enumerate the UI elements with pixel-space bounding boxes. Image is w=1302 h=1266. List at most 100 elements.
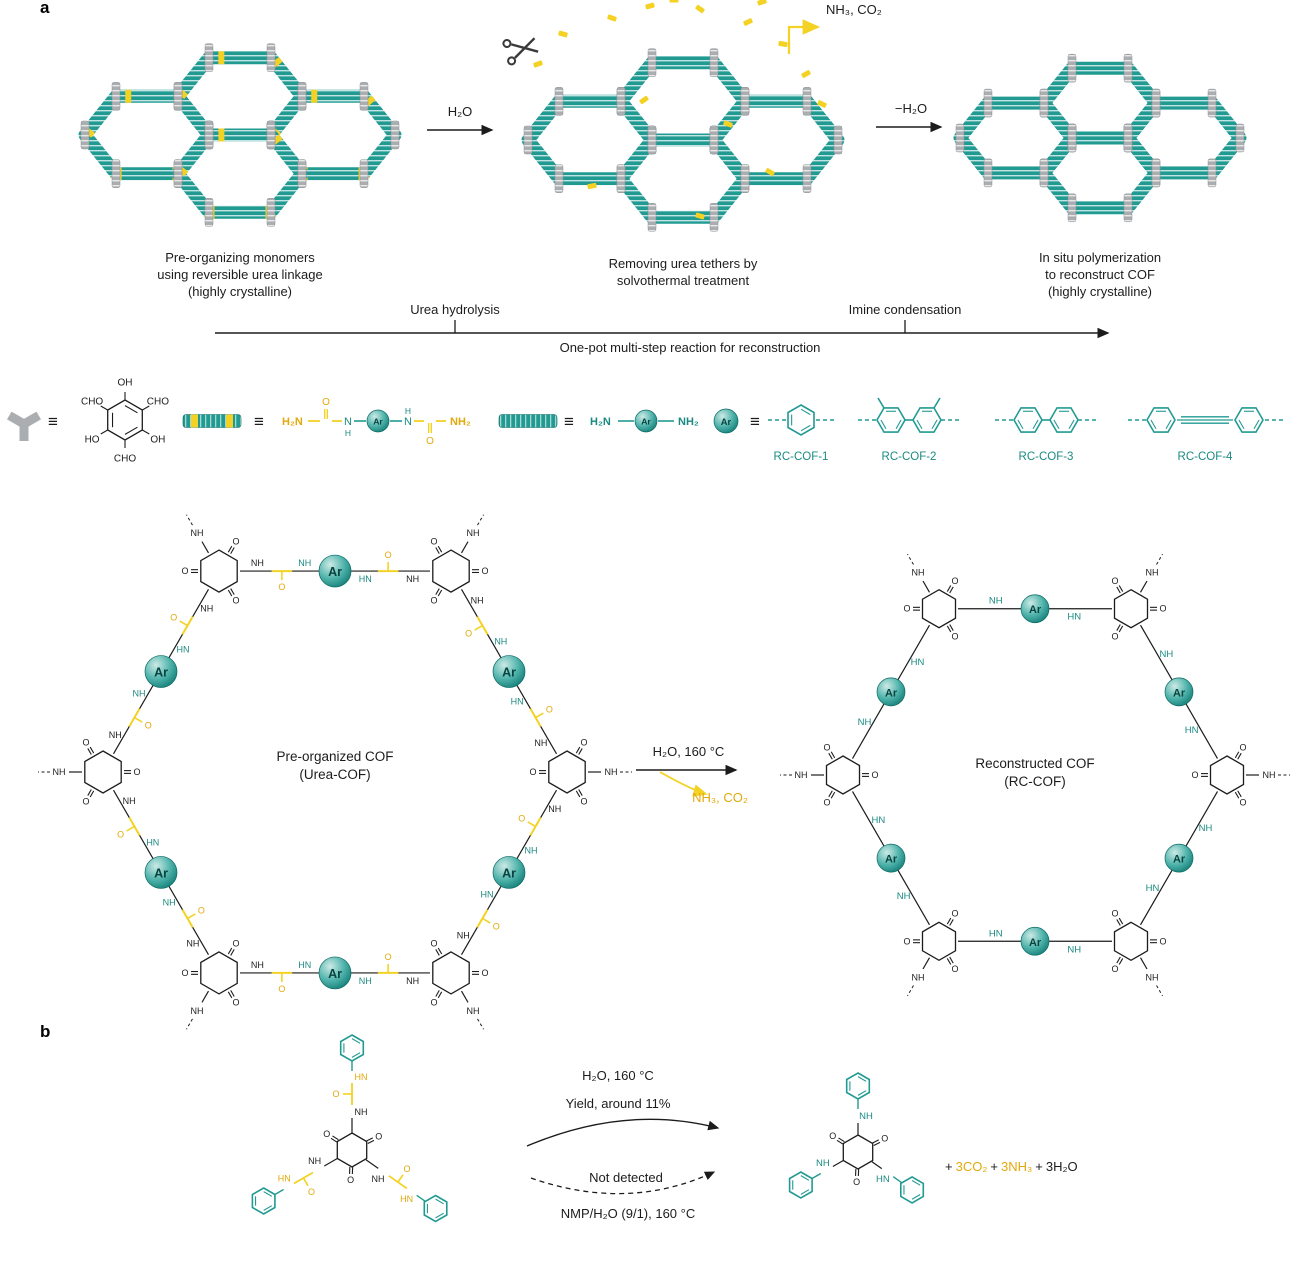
svg-text:HN: HN (876, 1174, 890, 1185)
svg-text:O: O (347, 1175, 354, 1185)
caption-insitu: In situ polymerization to reconstruct CO… (1038, 250, 1162, 299)
svg-text:O: O (430, 537, 437, 547)
svg-text:O: O (278, 582, 285, 592)
svg-text:O: O (1159, 936, 1166, 946)
svg-text:O: O (426, 436, 434, 447)
svg-text:O: O (232, 938, 239, 948)
svg-text:H₂N: H₂N (282, 416, 303, 428)
svg-text:NH: NH (494, 636, 507, 646)
svg-text:NH: NH (251, 558, 264, 568)
b-solid-arrow-conditions: H₂O, 160 °C (582, 1068, 654, 1083)
svg-text:HN: HN (1067, 612, 1081, 623)
svg-text:O: O (1111, 631, 1118, 641)
legend-urea-linker-bar (182, 414, 242, 428)
model-reaction-arrows (526, 1118, 720, 1195)
svg-text:O: O (1239, 798, 1246, 808)
step-imine-condensation: Imine condensation (848, 302, 962, 317)
svg-text:NH: NH (534, 738, 547, 748)
svg-text:O: O (323, 1129, 330, 1139)
svg-text:HO: HO (85, 435, 100, 446)
svg-text:NH: NH (200, 603, 213, 613)
macro-arrow-top-label: H₂O, 160 °C (652, 744, 725, 759)
svg-text:HN: HN (146, 837, 159, 847)
svg-text:O: O (1191, 770, 1198, 780)
svg-text:HN: HN (298, 960, 311, 970)
svg-text:O: O (529, 767, 536, 777)
ar-sphere: Ar (1164, 843, 1194, 873)
svg-text:O: O (232, 537, 239, 547)
svg-text:NH: NH (191, 528, 204, 538)
svg-text:NH: NH (467, 1006, 480, 1016)
ar-sphere: Ar (876, 677, 906, 707)
svg-text:Ar: Ar (1029, 604, 1042, 616)
gas-label: NH₃, CO₂ (826, 2, 882, 17)
svg-text:O: O (145, 721, 152, 731)
svg-text:NH: NH (132, 689, 145, 699)
svg-text:NH: NH (912, 567, 925, 577)
svg-text:Ar: Ar (1173, 854, 1186, 866)
svg-text:Ar: Ar (502, 867, 516, 881)
svg-text:NH: NH (1067, 944, 1081, 955)
svg-text:O: O (375, 1131, 382, 1141)
svg-text:HN: HN (400, 1194, 413, 1204)
svg-text:O: O (481, 566, 488, 576)
svg-text:NH: NH (525, 845, 538, 855)
svg-text:O: O (1111, 576, 1118, 586)
svg-text:O: O (232, 997, 239, 1007)
svg-text:NH: NH (123, 796, 136, 806)
svg-text:Ar: Ar (721, 417, 732, 427)
svg-text:N: N (404, 416, 412, 428)
svg-text:H: H (345, 428, 351, 438)
ar-sphere: Ar (492, 655, 526, 688)
svg-text:O: O (232, 596, 239, 606)
svg-text:Ar: Ar (328, 967, 342, 981)
term-nh3: 3NH₃ (1000, 1158, 1033, 1174)
svg-text:O: O (385, 550, 392, 560)
svg-text:O: O (903, 936, 910, 946)
svg-text:NH: NH (471, 595, 484, 605)
svg-text:O: O (181, 968, 188, 978)
caption-removing: Removing urea tethers by solvothermal tr… (608, 256, 758, 288)
svg-text:O: O (1111, 964, 1118, 974)
svg-text:NH: NH (1199, 823, 1213, 834)
svg-text:NH: NH (355, 1107, 368, 1117)
svg-text:HN: HN (480, 890, 493, 900)
honeycomb-preorganized (78, 43, 402, 227)
svg-text:O: O (133, 767, 140, 777)
svg-text:O: O (278, 984, 285, 994)
svg-text:O: O (82, 796, 89, 806)
svg-text:Ar: Ar (373, 417, 383, 427)
svg-text:O: O (951, 964, 958, 974)
term-co2: 3CO₂ (955, 1158, 988, 1174)
svg-text:O: O (951, 909, 958, 919)
equiv-symbol-1: ≡ (48, 412, 58, 431)
svg-text:O: O (117, 829, 124, 839)
svg-text:O: O (465, 629, 472, 639)
legend-node-glyph (7, 411, 41, 441)
svg-text:O: O (871, 770, 878, 780)
svg-text:O: O (385, 952, 392, 962)
ar-sphere: Ar (318, 956, 352, 990)
svg-text:O: O (881, 1133, 888, 1143)
svg-text:NH: NH (1146, 567, 1159, 577)
b-solid-arrow-yield: Yield, around 11% (565, 1096, 671, 1111)
panel-b-label: b (40, 1022, 51, 1041)
ar-sphere: Ar (492, 856, 526, 889)
svg-text:O: O (518, 813, 525, 823)
svg-text:O: O (430, 938, 437, 948)
macrocycle-rc-cof: NHHNNHHNNHHNNHHNNHHNNHHNOOONHOOONHOOONHO… (780, 553, 1290, 997)
svg-text:NH: NH (1159, 649, 1173, 660)
svg-text:NH: NH (406, 976, 419, 986)
timeline-caption: One-pot multi-step reaction for reconstr… (559, 340, 821, 355)
svg-text:NH: NH (359, 976, 372, 986)
svg-text:O: O (430, 596, 437, 606)
svg-text:HN: HN (355, 1072, 368, 1082)
ar-sphere: Ar (144, 655, 178, 688)
